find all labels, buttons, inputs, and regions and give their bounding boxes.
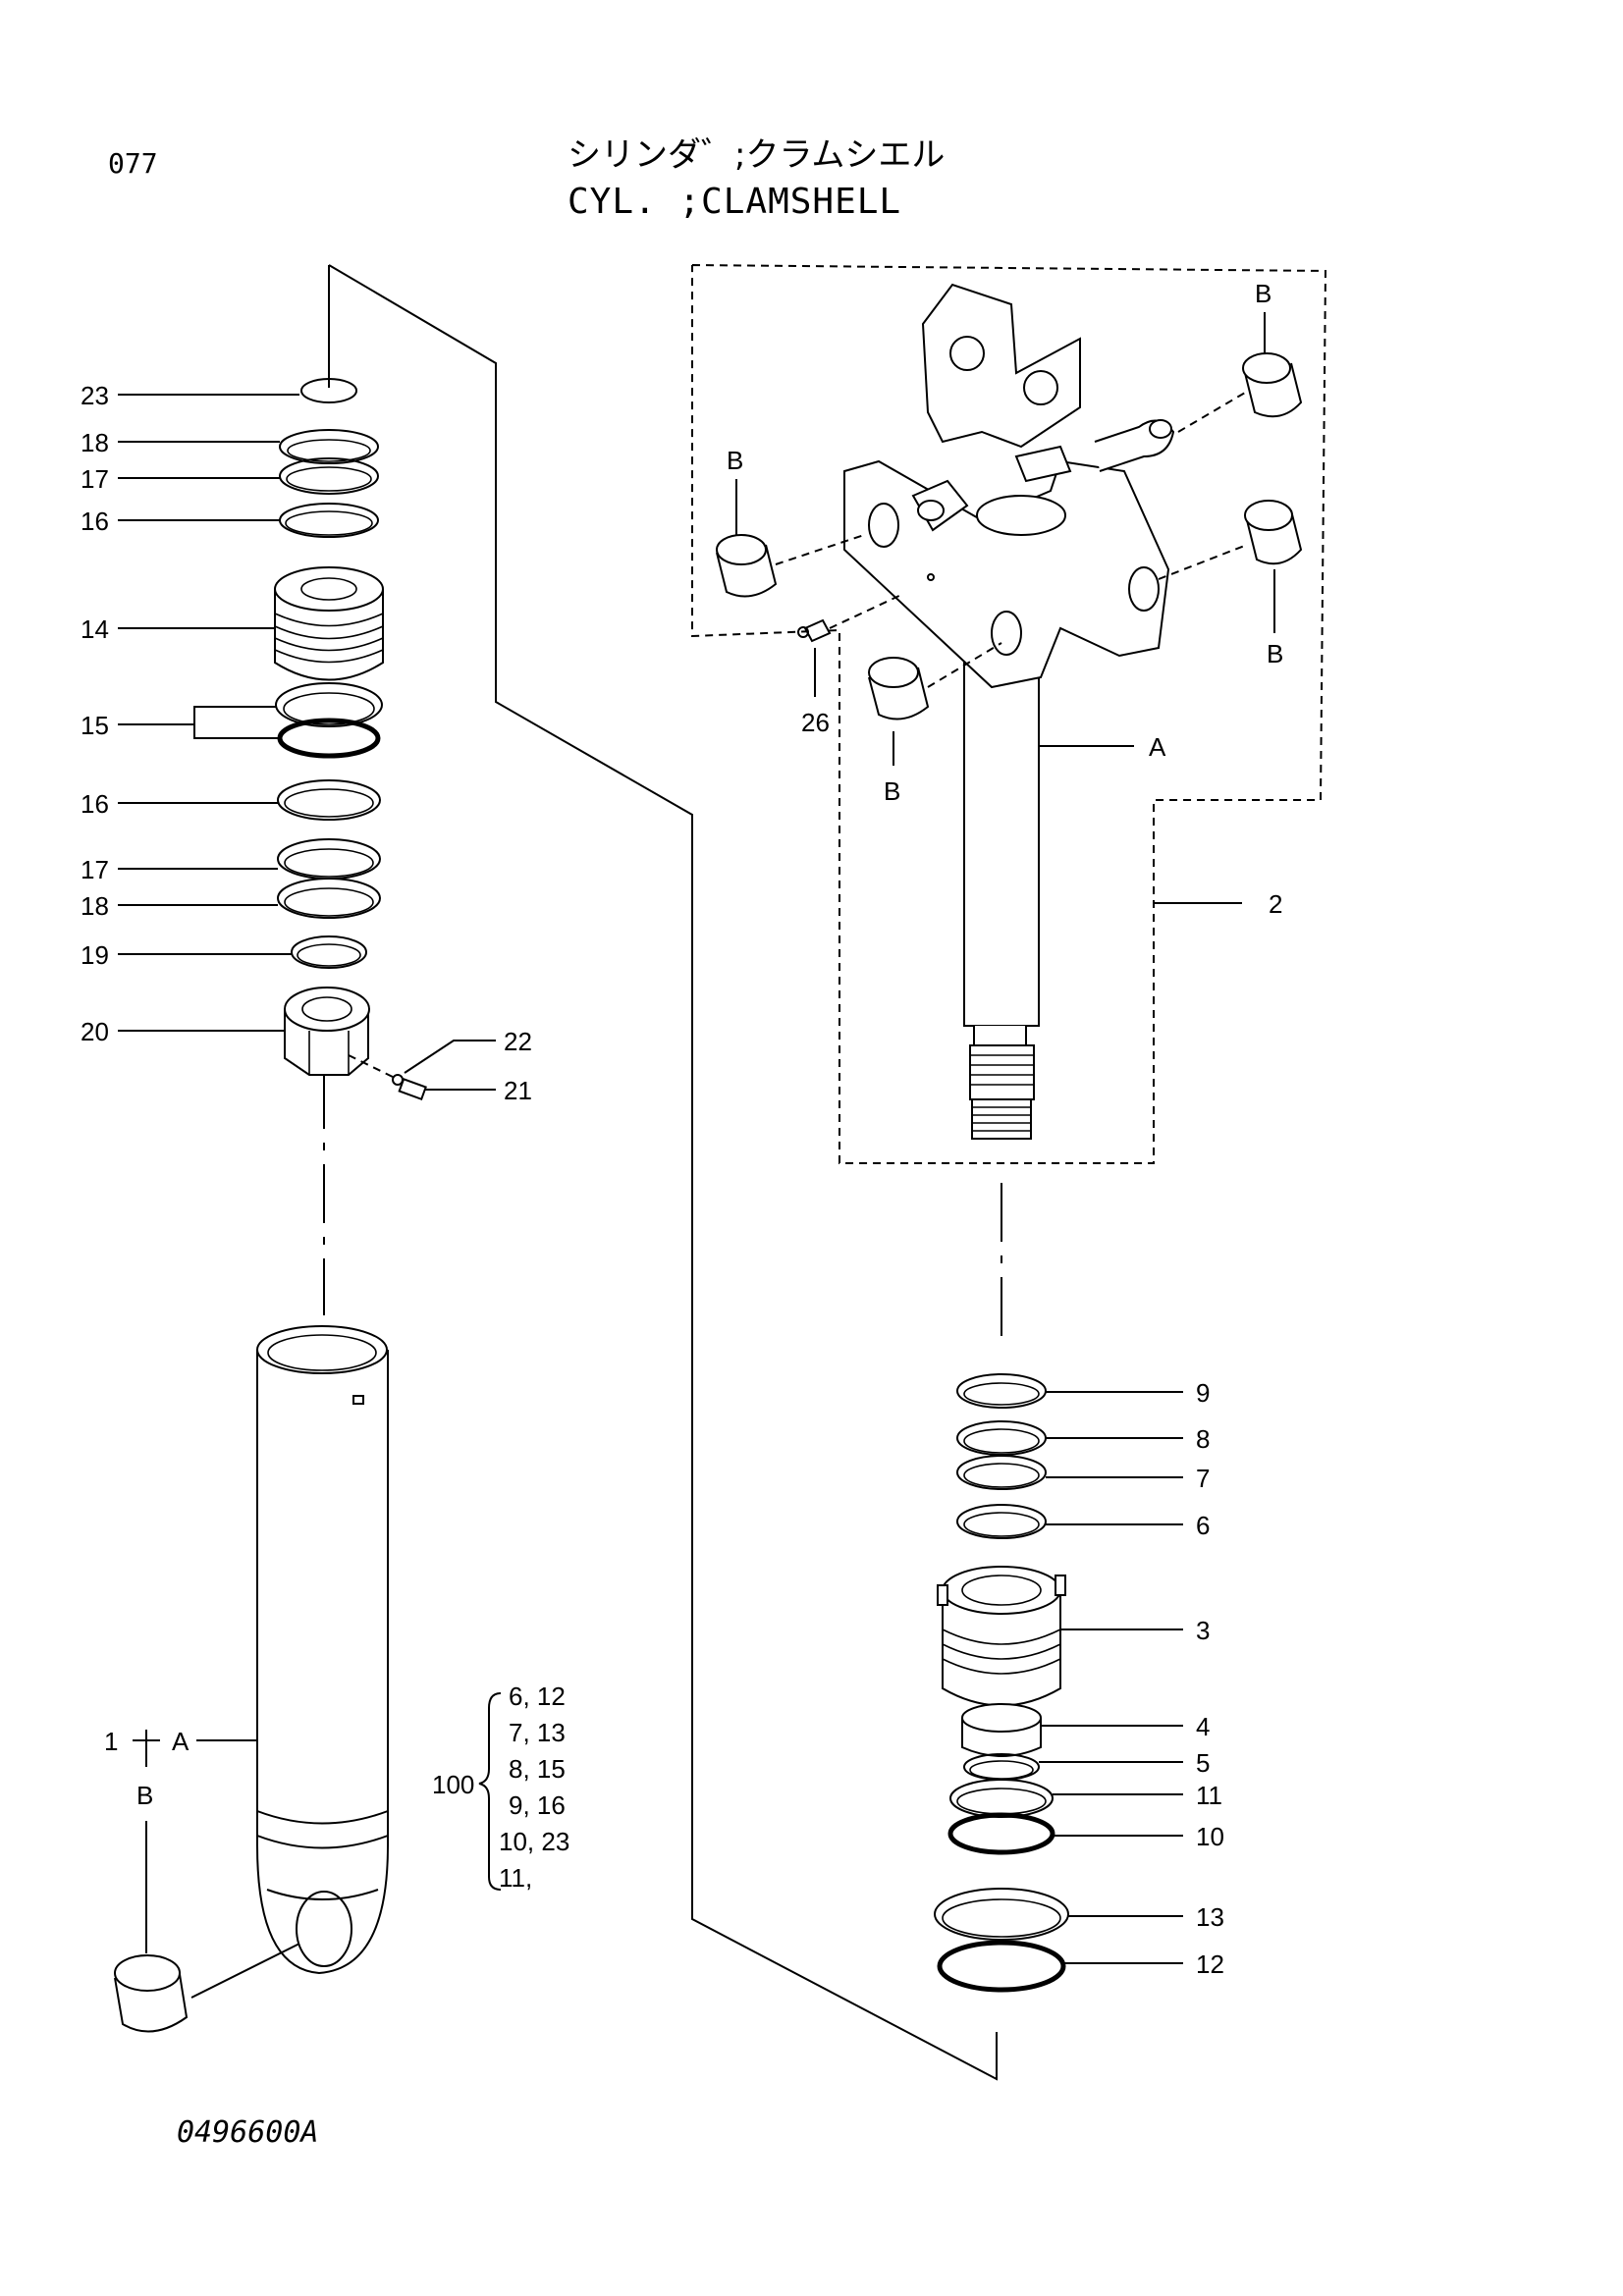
callout-11: 11 xyxy=(1196,1781,1222,1810)
ring-5 xyxy=(963,1753,1040,1781)
o-ring-10 xyxy=(947,1812,1055,1855)
nut-20 xyxy=(284,987,370,1076)
seal-kit-number: 100 xyxy=(432,1770,474,1799)
seal-kit-row: 9, 16 xyxy=(509,1790,566,1820)
backup-ring-13 xyxy=(934,1888,1069,1941)
callout-10: 10 xyxy=(1196,1822,1224,1851)
seal-kit-list: 100 6, 12 7, 13 8, 15 9, 16 10, 23 11, xyxy=(432,1682,569,1893)
bushing-top-axis xyxy=(1177,392,1246,433)
bushing-4 xyxy=(961,1703,1042,1757)
callout-3: 3 xyxy=(1196,1616,1210,1645)
bushing-B-top xyxy=(1242,352,1303,418)
callout-4: 4 xyxy=(1196,1712,1210,1741)
callout-7: 7 xyxy=(1196,1464,1210,1493)
backup-ring-18-lower xyxy=(277,878,381,919)
steel-ball-22 xyxy=(392,1074,404,1086)
callout-B: B xyxy=(1255,279,1271,308)
drawing-number: 0496600A xyxy=(177,2115,319,2150)
bushing-B-left xyxy=(716,534,778,598)
callout-labels: 23 18 17 16 14 15 16 17 18 19 20 22 21 1… xyxy=(81,279,1283,1979)
callout-5: 5 xyxy=(1196,1748,1210,1778)
callout-A: A xyxy=(172,1727,189,1756)
page-number: 077 xyxy=(108,147,158,180)
seal-kit-row: 6, 12 xyxy=(509,1682,566,1711)
callout-19: 19 xyxy=(81,940,109,970)
page-title-japanese: シリンダ゛;クラムシエル xyxy=(568,135,946,175)
ring-7 xyxy=(956,1455,1047,1490)
o-ring-12 xyxy=(937,1940,1066,1993)
callout-6: 6 xyxy=(1196,1511,1210,1540)
callout-B: B xyxy=(136,1781,153,1810)
rod-assembly-boundary xyxy=(691,264,1327,1164)
callout-15: 15 xyxy=(81,711,109,740)
callout-23: 23 xyxy=(81,381,109,410)
piston-rod-A xyxy=(963,627,1040,1140)
callout-12: 12 xyxy=(1196,1949,1224,1979)
bushing-leader xyxy=(190,1943,300,1999)
ring-6 xyxy=(956,1504,1047,1539)
piston-14 xyxy=(274,566,384,681)
backup-ring-18-upper xyxy=(279,429,379,464)
leader-lines xyxy=(118,312,1275,1964)
seal-kit-row: 8, 15 xyxy=(509,1754,566,1784)
callout-21: 21 xyxy=(504,1076,532,1105)
grease-fitting-26 xyxy=(797,618,832,643)
bushing-B-right xyxy=(1244,500,1303,565)
seal-kit-row: 11, xyxy=(499,1863,532,1893)
callout-22: 22 xyxy=(504,1027,532,1056)
bushing-B-tube xyxy=(114,1954,189,2033)
callout-20: 20 xyxy=(81,1017,109,1046)
callout-B: B xyxy=(727,446,743,475)
callout-18: 18 xyxy=(81,428,109,457)
o-ring-23 xyxy=(300,378,357,403)
ring-8 xyxy=(956,1420,1047,1456)
rod-head-clevis xyxy=(843,283,1175,689)
o-ring-19 xyxy=(291,935,367,969)
callout-8: 8 xyxy=(1196,1424,1210,1454)
bushing-bottom-axis xyxy=(927,642,1002,688)
seal-17-lower xyxy=(277,838,381,880)
backup-ring-11 xyxy=(949,1779,1054,1818)
cylinder-tube-1 xyxy=(256,1325,389,1975)
callout-17: 17 xyxy=(81,464,109,494)
seal-kit-row: 10, 23 xyxy=(499,1827,569,1856)
wear-ring-15 xyxy=(275,682,383,759)
screw-axis xyxy=(348,1054,396,1079)
callout-17: 17 xyxy=(81,855,109,884)
callout-14: 14 xyxy=(81,614,109,644)
set-screw-21 xyxy=(398,1078,427,1101)
rod-cover-3 xyxy=(937,1566,1066,1707)
callout-B: B xyxy=(884,776,900,806)
assembly-centerline xyxy=(328,264,998,2081)
bushing-B-bottom xyxy=(868,657,930,721)
callout-B: B xyxy=(1267,639,1283,668)
bushing-right-axis xyxy=(1158,544,1248,580)
callout-16: 16 xyxy=(81,507,109,536)
callout-13: 13 xyxy=(1196,1902,1224,1932)
callout-1: 1 xyxy=(104,1727,118,1756)
callout-9: 9 xyxy=(1196,1378,1210,1408)
ring-16-lower xyxy=(277,779,381,821)
dust-seal-9 xyxy=(956,1373,1047,1409)
callout-18: 18 xyxy=(81,891,109,921)
page-title: CYL. ;CLAMSHELL xyxy=(568,182,902,222)
grease-axis xyxy=(829,593,904,629)
ring-16-upper xyxy=(279,503,379,538)
seal-17-upper xyxy=(279,457,379,495)
callout-A: A xyxy=(1149,732,1166,762)
callout-26: 26 xyxy=(801,708,830,737)
bushing-left-axis xyxy=(775,534,865,565)
callout-16: 16 xyxy=(81,789,109,819)
callout-2: 2 xyxy=(1269,889,1282,919)
seal-kit-row: 7, 13 xyxy=(509,1718,566,1747)
